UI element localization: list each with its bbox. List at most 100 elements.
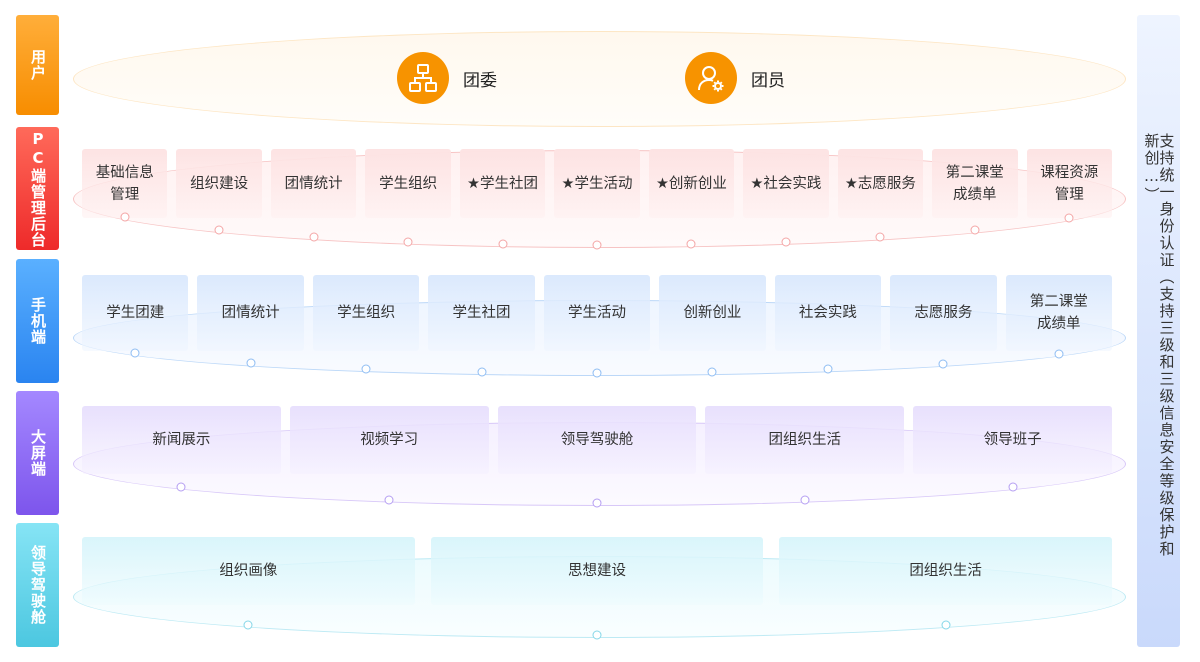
pc-tile[interactable]: 课程资源 管理 — [1026, 149, 1112, 218]
pc-tile-connector-dot — [1064, 213, 1074, 223]
pc-tile-label: ★社会实践 — [750, 175, 822, 192]
pc-tile-connector-dot — [970, 225, 980, 235]
pc-tile[interactable]: 基础信息 管理 — [82, 149, 168, 218]
mobile-tile-label: 团情统计 — [221, 305, 280, 321]
pc-tile-label: ★学生活动 — [561, 175, 633, 192]
identity-auth-text: 支持统一身份认证（支持三级和三级信息安全等级保护和新创…） — [1143, 133, 1174, 558]
mobile-tile-label: 社会实践 — [798, 305, 857, 321]
layer-label-bigscreen: 大屏端 — [16, 391, 59, 515]
pc-tile-connector-dot — [875, 232, 885, 242]
pc-tile-label: 组织建设 — [190, 175, 249, 192]
layer-label-mobile-text: 手机端 — [29, 297, 47, 345]
mobile-tile[interactable]: 学生团建 — [82, 275, 189, 351]
mobile-tile[interactable]: 创新创业 — [659, 275, 766, 351]
cockpit-tile-label: 思想建设 — [567, 563, 626, 579]
pc-tile[interactable]: 组织建设 — [176, 149, 262, 218]
cockpit-tile[interactable]: 思想建设 — [430, 537, 764, 605]
pc-tile-label: 第二课堂 成绩单 — [945, 164, 1004, 203]
layer-label-mobile: 手机端 — [16, 259, 59, 383]
bigscreen-tile-connector-dot — [384, 495, 394, 504]
cockpit-tile-label: 组织画像 — [219, 563, 278, 579]
bigscreen-tile[interactable]: 团组织生活 — [705, 406, 905, 474]
mobile-tile[interactable]: 学生活动 — [543, 275, 651, 351]
pc-tile-label: ★学生社团 — [467, 175, 539, 192]
layer-label-bigscreen-text: 大屏端 — [29, 429, 47, 477]
pc-tile-label: 课程资源 管理 — [1040, 164, 1099, 203]
pc-tile-label: 学生组织 — [379, 175, 438, 192]
cockpit-tile[interactable]: 组织画像 — [82, 537, 415, 605]
bigscreen-tile-label: 领导班子 — [983, 432, 1042, 448]
layer-label-user-text: 用户 — [29, 49, 47, 81]
pc-tile-connector-dot — [781, 237, 791, 247]
bigscreen-tile-connector-dot — [800, 495, 810, 505]
pc-tile-connector-dot — [498, 239, 508, 249]
pc-tile-connector-dot — [120, 212, 130, 222]
mobile-tile-label: 学生组织 — [337, 305, 396, 321]
org-structure-icon — [397, 52, 449, 104]
bigscreen-tile-label: 团组织生活 — [768, 432, 842, 448]
bigscreen-tile-label: 视频学习 — [360, 432, 419, 448]
mobile-tile-connector-dot — [246, 358, 256, 368]
mobile-tile[interactable]: 志愿服务 — [890, 275, 997, 351]
pc-tile-label: ★志愿服务 — [844, 175, 916, 192]
mobile-tile[interactable]: 学生组织 — [312, 275, 420, 351]
mobile-tile-label: 第二课堂 成绩单 — [1029, 294, 1088, 332]
pc-tile-label: 基础信息 管理 — [95, 164, 154, 203]
mobile-tile-connector-dot — [1054, 349, 1064, 359]
mobile-tile-connector-dot — [361, 364, 371, 374]
pc-tile[interactable]: 团情统计 — [270, 149, 357, 218]
mobile-tile[interactable]: 第二课堂 成绩单 — [1005, 275, 1112, 351]
user-member[interactable]: 团员 — [685, 52, 785, 104]
pc-tile[interactable]: ★创新创业 — [648, 149, 735, 218]
cockpit-tile[interactable]: 团组织生活 — [779, 537, 1112, 605]
layer-label-cockpit-text: 领导驾驶舱 — [29, 545, 47, 625]
pc-tile[interactable]: ★学生活动 — [554, 149, 640, 218]
cockpit-tile-connector-dot — [592, 630, 602, 640]
mobile-tile-label: 志愿服务 — [914, 305, 973, 321]
bigscreen-tile-connector-dot — [1008, 482, 1018, 492]
user-committee-label: 团委 — [463, 70, 497, 91]
pc-tile[interactable]: ★志愿服务 — [837, 149, 924, 218]
pc-tile-label: 团情统计 — [284, 175, 343, 192]
bigscreen-tile-label: 领导驾驶舱 — [560, 432, 634, 448]
mobile-tile-connector-dot — [592, 368, 602, 378]
user-member-label: 团员 — [751, 70, 785, 91]
layer-label-cockpit: 领导驾驶舱 — [16, 523, 59, 647]
cockpit-tile-connector-dot — [941, 620, 951, 630]
mobile-tile-connector-dot — [477, 367, 487, 377]
pc-tile-connector-dot — [214, 225, 224, 235]
bigscreen-tile[interactable]: 视频学习 — [289, 406, 489, 474]
mobile-tile-connector-dot — [938, 359, 948, 369]
mobile-tile-label: 创新创业 — [683, 305, 742, 321]
bigscreen-tile-connector-dot — [592, 498, 602, 508]
pc-tile-connector-dot — [403, 237, 413, 247]
mobile-tile-connector-dot — [823, 364, 833, 374]
pc-tile[interactable]: 第二课堂 成绩单 — [932, 149, 1018, 218]
layer-label-user: 用户 — [16, 15, 59, 115]
mobile-tile[interactable]: 社会实践 — [774, 275, 882, 351]
pc-tile-connector-dot — [686, 239, 696, 249]
pc-tile[interactable]: ★学生社团 — [459, 149, 546, 218]
mobile-tile-label: 学生团建 — [106, 305, 165, 321]
pc-tile[interactable]: 学生组织 — [365, 149, 451, 218]
user-committee[interactable]: 团委 — [397, 52, 497, 104]
identity-auth-bar: 支持统一身份认证（支持三级和三级信息安全等级保护和新创…） — [1137, 15, 1180, 647]
mobile-tile[interactable]: 学生社团 — [428, 275, 535, 351]
mobile-tile[interactable]: 团情统计 — [197, 275, 304, 351]
cockpit-tile-label: 团组织生活 — [909, 563, 982, 579]
bigscreen-tile[interactable]: 新闻展示 — [82, 406, 281, 474]
bigscreen-tile-connector-dot — [176, 482, 186, 492]
cockpit-tile-connector-dot — [243, 620, 253, 630]
pc-tile-connector-dot — [309, 232, 319, 242]
pc-tile-connector-dot — [592, 240, 602, 250]
pc-tile[interactable]: ★社会实践 — [743, 149, 829, 218]
bigscreen-tile-label: 新闻展示 — [152, 432, 211, 448]
pc-tile-label: ★创新创业 — [655, 175, 727, 192]
bigscreen-tile[interactable]: 领导班子 — [913, 406, 1112, 474]
mobile-tile-label: 学生活动 — [567, 305, 626, 321]
user-settings-icon — [685, 52, 737, 104]
bigscreen-tile[interactable]: 领导驾驶舱 — [497, 406, 697, 474]
layer-label-pc-text: PC端管理后台 — [29, 129, 47, 248]
mobile-tile-label: 学生社团 — [452, 305, 511, 321]
mobile-tile-connector-dot — [130, 348, 140, 358]
